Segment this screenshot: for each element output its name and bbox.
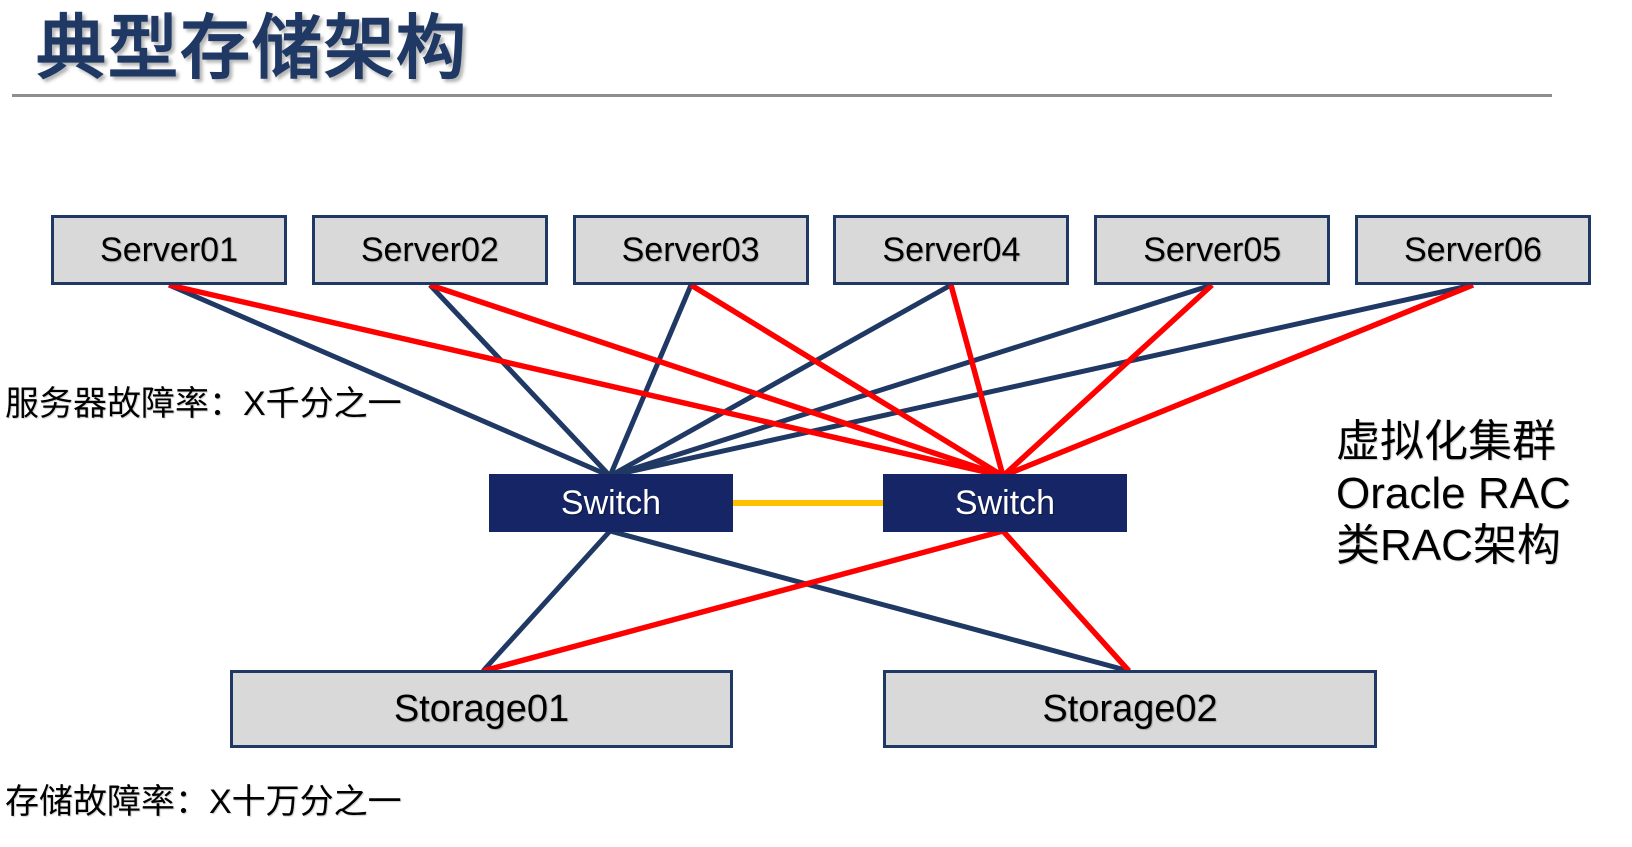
server-box-06: Server06 [1354,215,1591,285]
link-server01-switch1 [168,282,611,479]
link-switch1-storage01 [481,529,612,673]
annotation-line-3: 类RAC架构 [1336,520,1561,570]
storage-label: Storage01 [393,687,570,730]
switch-label: Switch [954,483,1056,522]
annotation-line-2: Oracle RAC [1336,468,1571,518]
storage-label: Storage02 [1042,687,1218,730]
server-failure-rate-label: 服务器故障率：X千分之一 [5,385,402,423]
link-switch1-storage02 [609,528,1130,674]
switch-box-1: Switch [489,474,733,532]
storage-failure-rate-label: 存储故障率：X十万分之一 [5,783,402,821]
link-server05-switch1 [609,282,1213,479]
link-server03-switch1 [607,284,694,477]
switch-box-2: Switch [883,474,1127,532]
storage-box-01: Storage01 [230,670,733,748]
link-server06-switch1 [609,282,1474,479]
switch-label: Switch [560,483,662,522]
server-label: Server02 [360,230,499,269]
link-server04-switch2 [948,284,1006,477]
link-server04-switch1 [608,282,953,479]
server-label: Server05 [1143,230,1282,269]
server-label: Server04 [882,230,1021,269]
page-title: 典型存储架构 [36,9,468,87]
title-divider [12,94,1552,97]
storage-box-02: Storage02 [883,670,1377,748]
server-label: Server01 [100,230,238,269]
cluster-annotation: 虚拟化集群 Oracle RAC 类RAC架构 [1336,416,1571,572]
link-server05-switch2 [1001,282,1214,479]
annotation-line-1: 虚拟化集群 [1336,417,1556,466]
server-box-05: Server05 [1094,215,1331,285]
link-server03-switch2 [689,282,1005,479]
link-switch2-storage02 [1000,529,1132,673]
link-server01-switch2 [168,282,1004,479]
link-server02-switch1 [428,283,612,478]
server-box-01: Server01 [51,215,287,285]
server-label: Server03 [621,230,760,269]
server-label: Server06 [1404,230,1542,269]
server-row: Server01 Server02 Server03 Server04 Serv… [51,215,1591,285]
server-box-04: Server04 [833,215,1070,285]
link-switch2-storage01 [482,528,1004,674]
link-server02-switch2 [429,282,1004,479]
server-box-03: Server03 [572,215,809,285]
server-box-02: Server02 [311,215,548,285]
link-server06-switch2 [1001,282,1475,479]
